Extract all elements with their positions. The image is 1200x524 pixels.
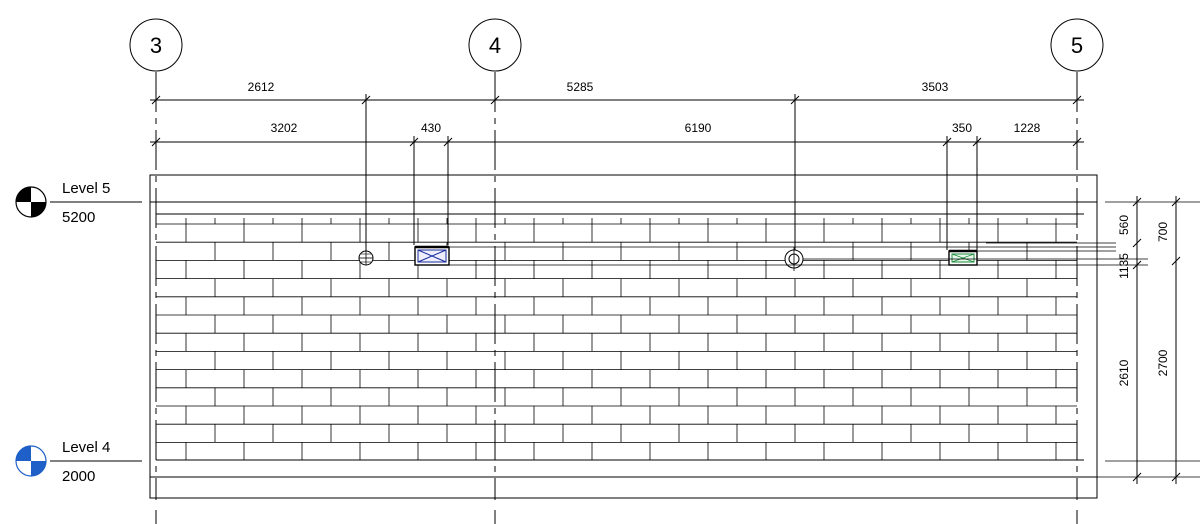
dim-top-3: 3503 bbox=[922, 80, 949, 94]
dim-second-1: 3202 bbox=[271, 121, 298, 135]
outlet-circle-icon[interactable] bbox=[784, 247, 804, 271]
dim-right-2610: 2610 bbox=[1117, 359, 1131, 386]
grid-lines bbox=[155, 72, 1078, 524]
dim-right-560: 560 bbox=[1117, 215, 1131, 235]
dim-right-1135: 1135 bbox=[1117, 253, 1131, 279]
dim-second-4: 350 bbox=[952, 121, 972, 135]
dimension-right-outer[interactable] bbox=[1171, 196, 1181, 484]
grid-bubble-5[interactable]: 5 bbox=[1050, 18, 1104, 72]
grid-label-4: 4 bbox=[489, 33, 501, 58]
dim-top-1: 2612 bbox=[248, 80, 275, 94]
level-5-name: Level 5 bbox=[62, 180, 110, 197]
grid-label-3: 3 bbox=[150, 33, 162, 58]
dim-top-2: 5285 bbox=[567, 80, 594, 94]
wall-outline[interactable] bbox=[149, 174, 1098, 499]
dim-second-3: 6190 bbox=[685, 121, 712, 135]
grid-label-5: 5 bbox=[1071, 33, 1083, 58]
window-box-icon[interactable] bbox=[414, 245, 450, 266]
dimension-row-second[interactable] bbox=[150, 136, 1084, 250]
level-marker-4[interactable] bbox=[15, 445, 142, 477]
dimension-row-top[interactable] bbox=[150, 94, 1084, 265]
level-4-name: Level 4 bbox=[62, 439, 110, 456]
dim-right-700: 700 bbox=[1156, 222, 1170, 242]
fixture-leaders bbox=[449, 201, 1200, 478]
grid-bubble-4[interactable]: 4 bbox=[468, 18, 522, 72]
dim-right-2700: 2700 bbox=[1156, 349, 1170, 376]
outlet-symbol-icon[interactable] bbox=[358, 250, 374, 266]
grid-bubble-3[interactable]: 3 bbox=[129, 18, 183, 72]
dimension-right-inner[interactable] bbox=[1132, 196, 1142, 484]
dim-second-2: 430 bbox=[421, 121, 441, 135]
brick-hatch-pattern bbox=[156, 218, 1077, 460]
level-marker-5[interactable] bbox=[15, 186, 142, 218]
dim-second-5: 1228 bbox=[1014, 121, 1041, 135]
level-4-elevation: 2000 bbox=[62, 468, 95, 485]
light-fixture-icon[interactable] bbox=[948, 249, 978, 266]
level-5-elevation: 5200 bbox=[62, 209, 95, 226]
